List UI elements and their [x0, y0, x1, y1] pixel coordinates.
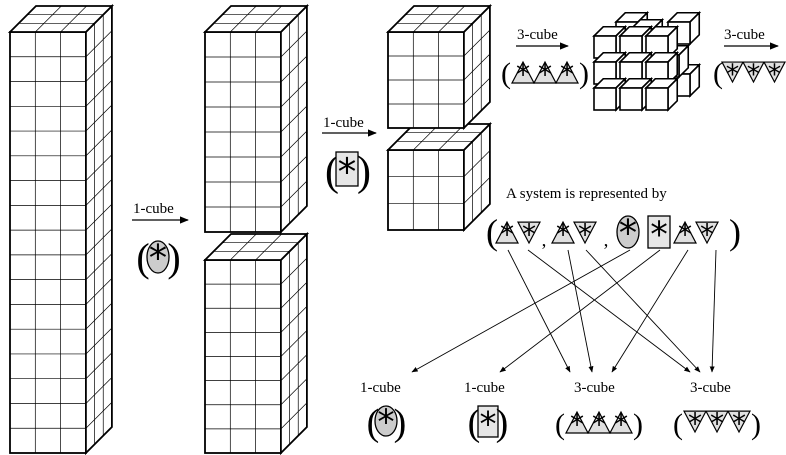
map-arrow: [411, 249, 631, 373]
cubelet: [644, 76, 680, 112]
close-paren: ): [357, 149, 371, 195]
star-glyph: *: [678, 218, 692, 251]
star-glyph: *: [560, 58, 574, 91]
open-paren: (: [136, 235, 149, 280]
triangle-up-star-symbol: *: [555, 58, 579, 91]
open-paren: (: [713, 57, 723, 90]
cube-lower-part: [385, 121, 493, 233]
triangle-up-star-symbol: *: [609, 408, 633, 441]
triangle-down-star-symbol: *: [573, 218, 597, 251]
star-glyph: *: [522, 218, 536, 251]
system-caption: A system is represented by: [506, 186, 667, 202]
map-arrow: [507, 249, 571, 373]
star-glyph: *: [578, 218, 592, 251]
close-paren: ): [394, 402, 407, 444]
ellipse-star-symbol: *: [146, 237, 170, 280]
star-glyph: *: [614, 408, 628, 441]
triangle-down-star-symbol: *: [517, 218, 541, 251]
output-label-2: 1-cube: [464, 380, 505, 396]
symbol-group: (*)(*)(***)(***(**,**,****)(*)(*)(***)(*…: [136, 57, 786, 444]
star-glyph: *: [500, 218, 514, 251]
square-star-symbol: *: [335, 149, 359, 193]
triangle-down-star-symbol: *: [763, 59, 786, 90]
three-cube-exploded-group: [592, 10, 702, 112]
close-paren: ): [751, 408, 761, 441]
prism-lower-half: [202, 231, 310, 455]
comma: ,: [604, 230, 609, 251]
map-arrow: [567, 249, 594, 373]
transition-arrows: [132, 42, 779, 224]
prism-group: [7, 3, 493, 455]
close-paren: ): [167, 235, 180, 280]
arrow-label-4: 3-cube: [724, 27, 765, 43]
ellipse-star-symbol: *: [616, 212, 640, 255]
triangle-up-star-symbol: *: [587, 408, 611, 441]
map-arrow: [611, 249, 689, 373]
triangle-down-star-symbol: *: [683, 407, 707, 440]
triangle-up-star-symbol: *: [533, 58, 557, 91]
prism-upper-half: [202, 3, 310, 235]
star-glyph: *: [688, 407, 702, 440]
square-star-symbol: *: [477, 404, 499, 444]
arrow-label-2: 1-cube: [323, 115, 364, 131]
star-glyph: *: [338, 149, 357, 193]
comma: ,: [542, 230, 547, 251]
star-glyph: *: [592, 408, 606, 441]
star-glyph: *: [619, 212, 637, 255]
cubelet: [618, 76, 654, 112]
triangle-up-star-symbol: *: [511, 58, 535, 91]
star-glyph: *: [556, 218, 570, 251]
close-paren: ): [496, 402, 509, 444]
triangle-up-star-symbol: *: [565, 408, 589, 441]
triangle-up-star-symbol: *: [495, 218, 519, 251]
triangle-down-star-symbol: *: [742, 59, 765, 90]
map-arrow: [585, 249, 701, 373]
star-glyph: *: [726, 59, 739, 90]
star-glyph: *: [149, 237, 167, 280]
open-paren: (: [468, 402, 481, 444]
star-glyph: *: [570, 408, 584, 441]
output-label-3: 3-cube: [574, 380, 615, 396]
star-glyph: *: [700, 218, 714, 251]
close-paren: ): [729, 212, 741, 252]
star-glyph: *: [650, 214, 668, 255]
open-paren: (: [486, 212, 498, 252]
star-glyph: *: [710, 407, 724, 440]
arrow-label-1: 1-cube: [133, 201, 174, 217]
star-glyph: *: [768, 59, 781, 90]
close-paren: ): [579, 57, 589, 90]
triangle-down-star-symbol: *: [727, 407, 751, 440]
open-paren: (: [367, 402, 380, 444]
open-paren: (: [673, 408, 683, 441]
triangle-down-star-symbol: *: [705, 407, 729, 440]
star-glyph: *: [516, 58, 530, 91]
arrow-label-3: 3-cube: [517, 27, 558, 43]
star-glyph: *: [538, 58, 552, 91]
tall-prism: [7, 3, 115, 455]
mapping-arrows: [411, 249, 717, 373]
close-paren: ): [633, 408, 643, 441]
open-paren: (: [501, 57, 511, 90]
ellipse-star-symbol: *: [374, 403, 398, 443]
output-label-1: 1-cube: [360, 380, 401, 396]
open-paren: (: [555, 408, 565, 441]
star-glyph: *: [747, 59, 760, 90]
star-glyph: *: [732, 407, 746, 440]
triangle-up-star-symbol: *: [551, 218, 575, 251]
star-glyph: *: [479, 404, 496, 444]
triangle-up-star-symbol: *: [673, 218, 697, 251]
star-glyph: *: [377, 403, 394, 443]
triangle-down-star-symbol: *: [721, 59, 744, 90]
cube-upper-part: [385, 3, 493, 131]
map-arrow: [527, 249, 691, 373]
map-arrow: [709, 249, 717, 373]
output-label-4: 3-cube: [690, 380, 731, 396]
square-star-symbol: *: [647, 214, 671, 255]
triangle-down-star-symbol: *: [695, 218, 719, 251]
